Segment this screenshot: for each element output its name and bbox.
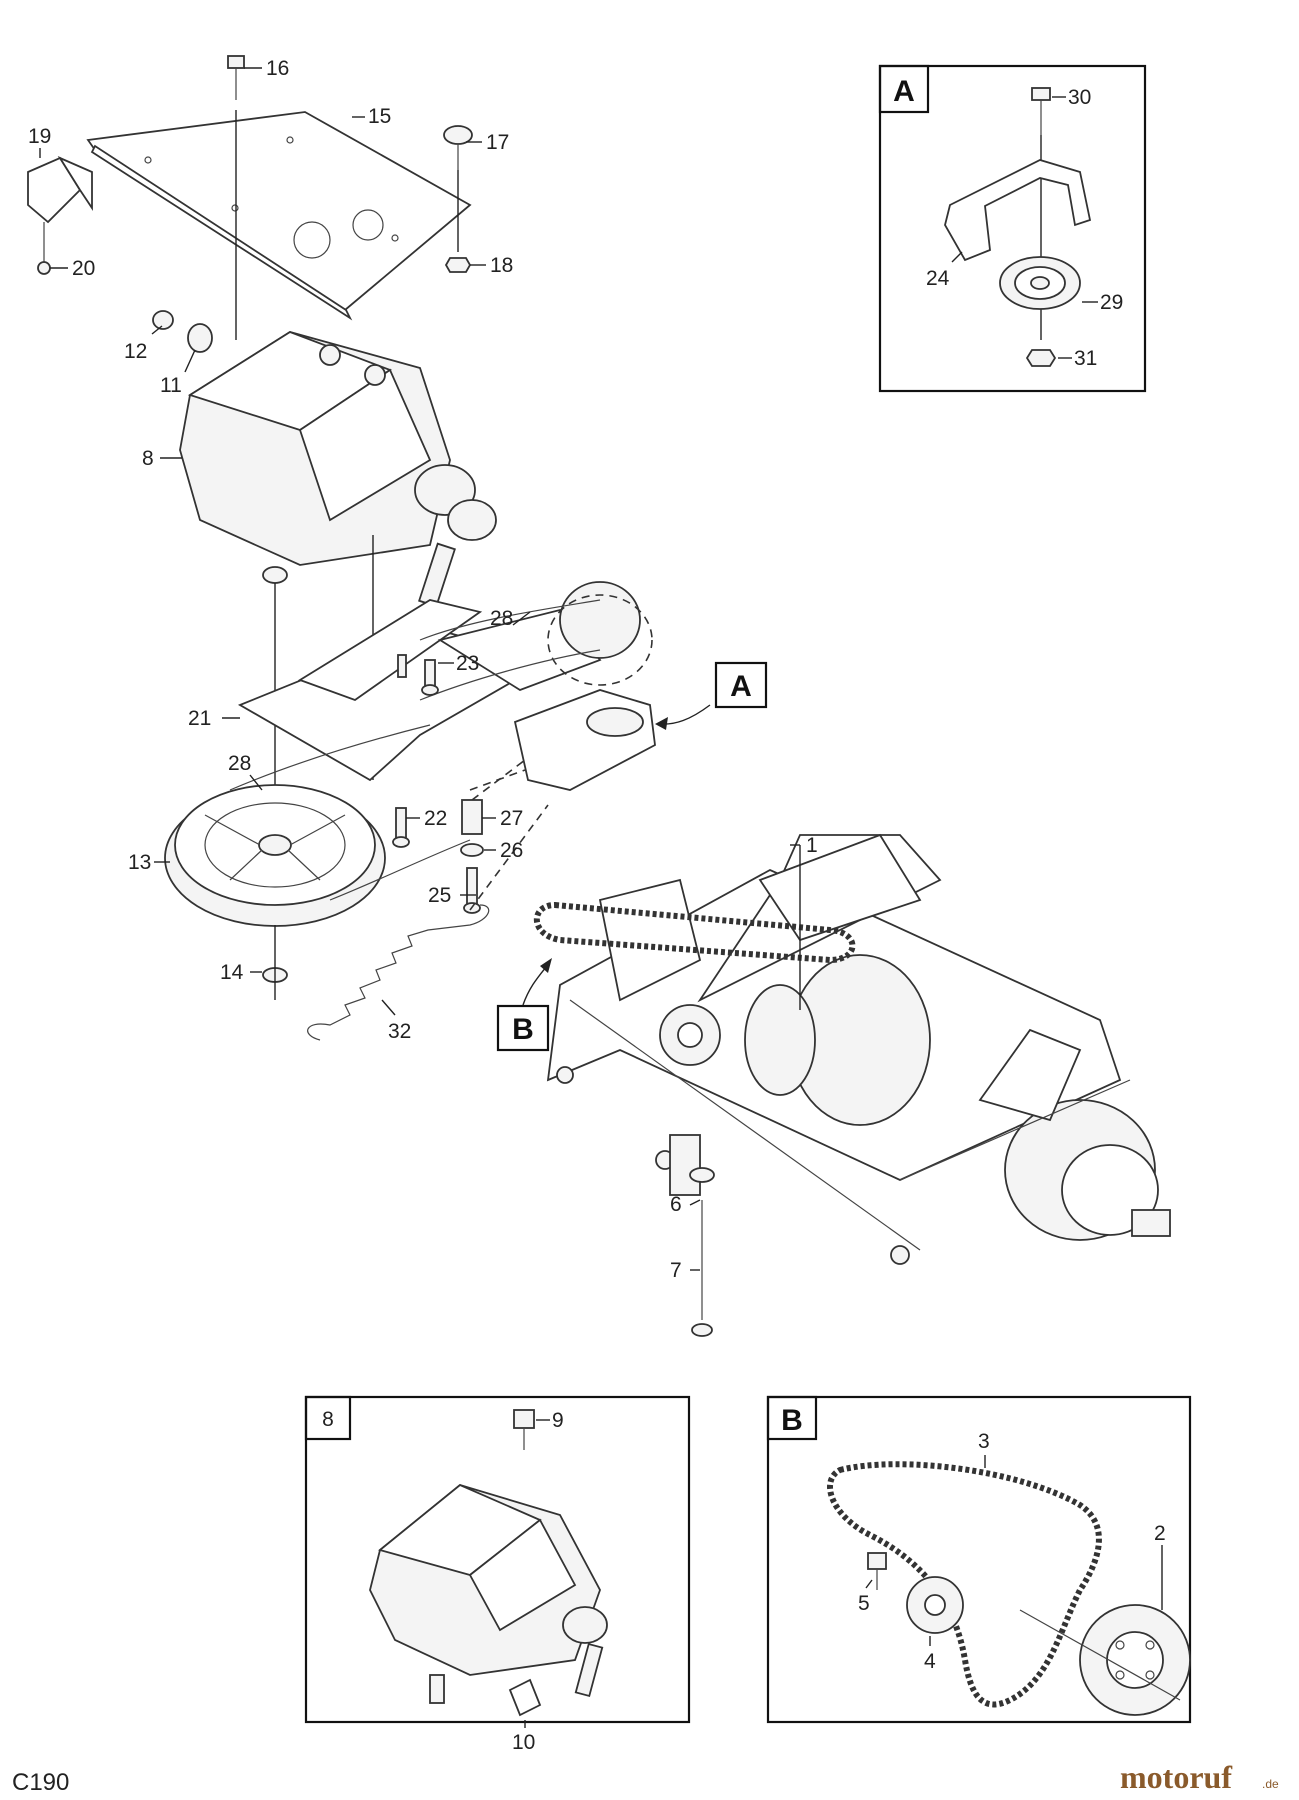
main-part-labels: 16 15 17 18 19 20 12 11 8 28 23 21 28 22… <box>28 57 818 1282</box>
upper-pulley-and-belt <box>419 581 653 701</box>
inset-8-label: 8 <box>322 1408 334 1431</box>
watermark-brand: motoruf <box>1120 1759 1232 1795</box>
part-number-32: 32 <box>388 1020 411 1043</box>
part-number-28-upper: 28 <box>490 607 513 630</box>
part-number-7: 7 <box>670 1259 682 1282</box>
part-number-28-lower: 28 <box>228 752 251 775</box>
bolts <box>227 55 473 340</box>
part-number-20: 20 <box>72 257 95 280</box>
inset-a: A 30 24 29 31 <box>878 64 1147 393</box>
part-number-31: 31 <box>1074 347 1097 370</box>
bracket <box>27 156 93 275</box>
callout-a-label: A <box>730 670 752 703</box>
fasteners <box>392 659 526 914</box>
frame-plate <box>237 599 602 782</box>
part-number-16: 16 <box>266 57 289 80</box>
callout-b-label: B <box>512 1013 534 1046</box>
mounting-plate <box>86 111 472 321</box>
leader-lines <box>39 67 801 1271</box>
watermark-suffix: .de <box>1262 1777 1279 1791</box>
transaxle-chain <box>533 901 856 1096</box>
part-number-8: 8 <box>142 447 154 470</box>
part-number-13: 13 <box>128 851 151 874</box>
part-number-2: 2 <box>1154 1522 1166 1545</box>
part-number-4: 4 <box>924 1650 936 1673</box>
part-number-26: 26 <box>500 839 523 862</box>
part-number-22: 22 <box>424 807 447 830</box>
part-number-10: 10 <box>512 1731 535 1754</box>
watermark-logo: motoruf .de <box>1120 1759 1279 1795</box>
part-number-9: 9 <box>552 1409 564 1432</box>
part-number-1: 1 <box>806 834 818 857</box>
spring <box>307 804 549 1041</box>
transaxle <box>546 833 1171 1265</box>
part-number-19: 19 <box>28 125 51 148</box>
diagram-code: C190 <box>12 1769 69 1796</box>
part-number-23: 23 <box>456 652 479 675</box>
part-number-15: 15 <box>368 105 391 128</box>
axle-bolt <box>689 1167 715 1337</box>
part-number-6: 6 <box>670 1193 682 1216</box>
part-number-24: 24 <box>926 267 950 290</box>
part-number-14: 14 <box>220 961 244 984</box>
part-number-5: 5 <box>858 1592 870 1615</box>
inset-8: 8 9 10 <box>304 1395 691 1754</box>
callout-b: B <box>496 958 552 1052</box>
part-number-27: 27 <box>500 807 523 830</box>
inset-b-label: B <box>781 1404 803 1437</box>
idler-bracket <box>469 689 656 791</box>
main-pulley <box>164 724 471 1000</box>
inset-b: B 3 2 4 5 <box>766 1395 1192 1724</box>
inset-a-label: A <box>893 75 915 108</box>
part-number-21: 21 <box>188 707 211 730</box>
part-number-11: 11 <box>160 374 182 397</box>
part-number-3: 3 <box>978 1430 990 1453</box>
part-number-29: 29 <box>1100 291 1123 314</box>
part-number-18: 18 <box>490 254 513 277</box>
part-number-25: 25 <box>428 884 451 907</box>
callout-a: A <box>655 661 768 730</box>
part-number-12: 12 <box>124 340 147 363</box>
sprocket-small-and-ring <box>152 310 213 353</box>
part-number-17: 17 <box>486 131 509 154</box>
part-number-30: 30 <box>1068 86 1091 109</box>
gearbox <box>179 330 497 840</box>
